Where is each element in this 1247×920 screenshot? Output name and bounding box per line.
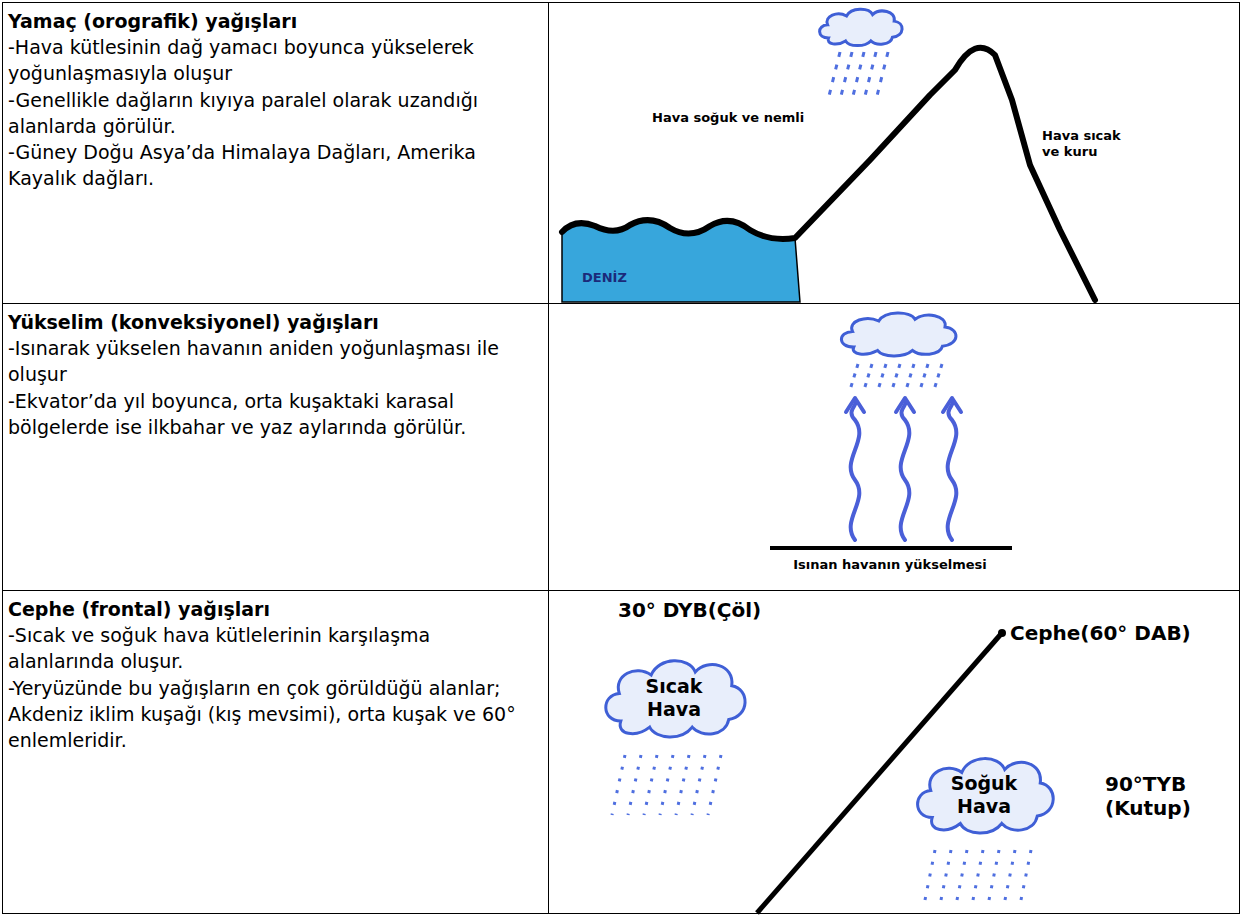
rain [850,364,942,390]
cloud-label: Sıcak Hava [632,675,716,721]
figure-label: Hava soğuk ve nemli [652,110,804,126]
bullet-text: -Ekvator’da yıl boyunca, orta kuşaktaki … [8,388,533,440]
rain [828,52,888,100]
cell-heading: Yamaç (orografik) yağışları [8,8,533,34]
bullet-text: -Sıcak ve soğuk hava kütlelerinin karşıl… [8,622,533,674]
sea-label: DENİZ [582,270,627,286]
table-grid [3,3,1240,914]
bullet-text: -Hava kütlesinin dağ yamacı boyunca yüks… [8,34,533,86]
figure-label: Isınan havanın yükselmesi [793,557,987,573]
cloud-outline [918,759,1054,833]
figure-label: 30° DYB(Çöl) [618,598,761,622]
ground-line [770,546,1012,550]
cloud [820,9,902,45]
cloud-label: Soğuk Hava [942,772,1026,818]
cloud-node: Sıcak Hava [598,652,750,744]
cloud [841,313,956,356]
coast-mountain-line [562,48,1095,300]
front-dot [998,629,1006,637]
bullet-text: -Isınarak yükselen havanın aniden yoğunl… [8,335,533,387]
text-cell: Yamaç (orografik) yağışları-Hava kütlesi… [8,8,533,200]
bullet-text: -Güney Doğu Asya’da Himalaya Dağları, Am… [8,139,533,191]
bullet-text: -Yeryüzünde bu yağışların en çok görüldü… [8,675,533,754]
text-cell: Cephe (frontal) yağışları-Sıcak ve soğuk… [8,596,533,761]
text-cell: Yükselim (konveksiyonel) yağışları-Isına… [8,309,533,448]
rain [924,850,1031,905]
figure-label: Hava sıcak ve kuru [1042,128,1132,159]
figure-label: 90°TYB (Kutup) [1105,772,1200,820]
bullet-text: -Genellikle dağların kıyıya paralel olar… [8,87,533,139]
rising-air [846,398,961,540]
figure-label: Cephe(60° DAB) [1010,621,1191,645]
cell-heading: Cephe (frontal) yağışları [8,596,533,622]
cell-heading: Yükselim (konveksiyonel) yağışları [8,309,533,335]
cloud-outline [606,661,745,737]
rain [612,755,721,815]
cloud-node: Soğuk Hava [910,750,1058,840]
